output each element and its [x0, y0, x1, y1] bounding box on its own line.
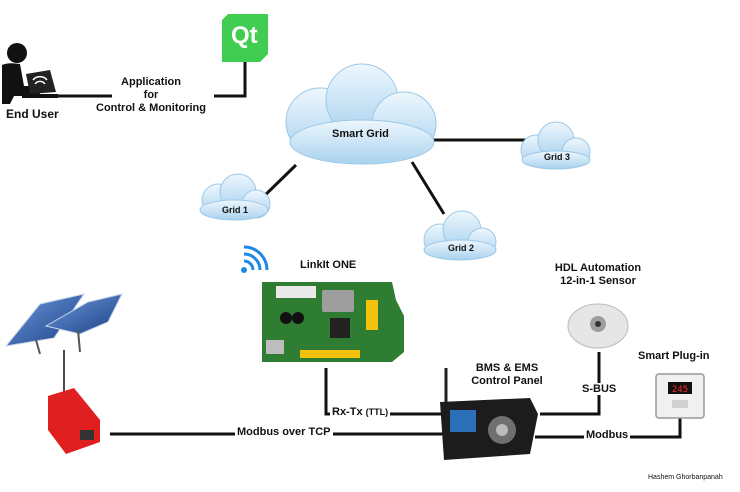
- plug-display-value: 245: [672, 385, 688, 395]
- hdl-label-line2: 12-in-1 Sensor: [560, 275, 636, 287]
- grid3-cloud-icon: [520, 121, 591, 170]
- bms-label-line1: BMS & EMS: [475, 362, 539, 374]
- smart-plug-label: Smart Plug-in: [638, 350, 710, 362]
- inverter-icon: [48, 388, 100, 454]
- end-user-label: End User: [6, 107, 59, 121]
- grid3-label: Grid 3: [544, 152, 571, 162]
- rx-tx-suffix: (TTL): [365, 407, 389, 417]
- application-label: Application for Control & Monitoring: [86, 76, 216, 115]
- qt-logo-label: Qt: [231, 22, 258, 49]
- grid2-cloud-icon: [423, 210, 497, 261]
- grid2-label: Grid 2: [448, 243, 475, 253]
- hdl-label: HDL Automation 12-in-1 Sensor: [536, 262, 660, 288]
- solar-panels-icon: [4, 293, 123, 355]
- link-sensor-bms: [540, 352, 601, 416]
- grid1-label: Grid 1: [222, 205, 249, 215]
- application-label-line2: for: [143, 89, 159, 101]
- end-user-icon: [2, 43, 58, 104]
- hdl-sensor-icon: [567, 303, 629, 349]
- link-linkit-bms: [324, 368, 444, 416]
- application-label-line1: Application: [121, 76, 181, 88]
- smart-plug-icon: 245: [655, 373, 705, 419]
- hdl-label-line1: HDL Automation: [554, 262, 642, 274]
- modbus-label: Modbus: [584, 429, 631, 441]
- bms-label-line2: Control Panel: [471, 375, 543, 387]
- linkit-label: LinkIt ONE: [300, 259, 357, 271]
- link-app-qt: [214, 58, 247, 98]
- bms-label: BMS & EMS Control Panel: [452, 362, 562, 388]
- link-smartgrid-grid2: [410, 161, 446, 215]
- modbus-tcp-label: Modbus over TCP: [235, 426, 333, 438]
- linkit-board-icon: [262, 282, 404, 362]
- smart-grid-cloud-icon: [285, 63, 437, 165]
- s-bus-label: S-BUS: [580, 383, 619, 395]
- qt-logo-icon: [222, 14, 268, 62]
- wifi-icon: [241, 245, 269, 273]
- smart-grid-label: Smart Grid: [332, 128, 389, 140]
- rx-tx-text: Rx-Tx: [332, 406, 363, 418]
- bms-control-panel-icon: [440, 368, 538, 460]
- link-plug-bms: [535, 418, 682, 439]
- credit-label: Hashem Ghorbanpanah: [648, 474, 723, 481]
- application-label-line3: Control & Monitoring: [96, 102, 206, 114]
- grid1-cloud-icon: [199, 173, 271, 221]
- rx-tx-label: Rx-Tx (TTL): [330, 406, 391, 418]
